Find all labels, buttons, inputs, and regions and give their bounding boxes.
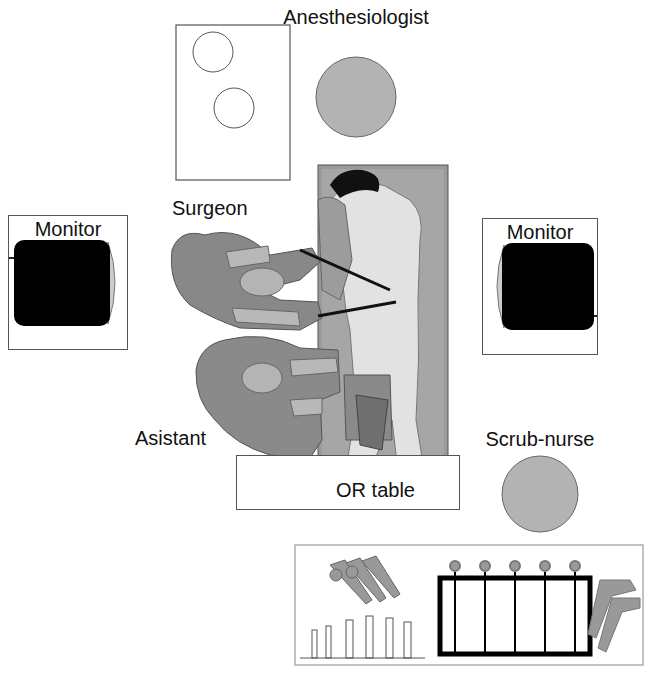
surgeon-figure [171,233,396,331]
operating-table [318,165,448,493]
monitor-screen [497,243,598,330]
or-table-box: OR table [236,455,460,510]
node-label: Scrub-nurse [460,428,620,450]
trocars [330,556,400,604]
node-label: Anesthesiologist [266,6,446,28]
role-label: Asistant [135,427,206,449]
syringes [300,616,425,658]
node-label: Monitor [33,218,104,240]
monitor-box: Monitor [482,218,598,355]
assistant-figure [196,336,340,458]
retractors [588,580,640,652]
anesthesia-machine [176,25,290,180]
anesthesiologist-station: Anesthesiologist [266,6,446,139]
instrument-table [295,545,643,665]
node-label: OR table [336,479,415,501]
role-label: Surgeon [172,197,248,219]
node-label: Monitor [505,221,576,243]
monitor-box: Monitor [8,215,128,350]
person-circle [314,55,398,139]
monitor-screen [8,240,115,326]
patient-figure [318,170,424,472]
instrument-tray [440,561,590,654]
scrub-nurse-station: Scrub-nurse [460,428,620,534]
person-circle [500,454,580,534]
